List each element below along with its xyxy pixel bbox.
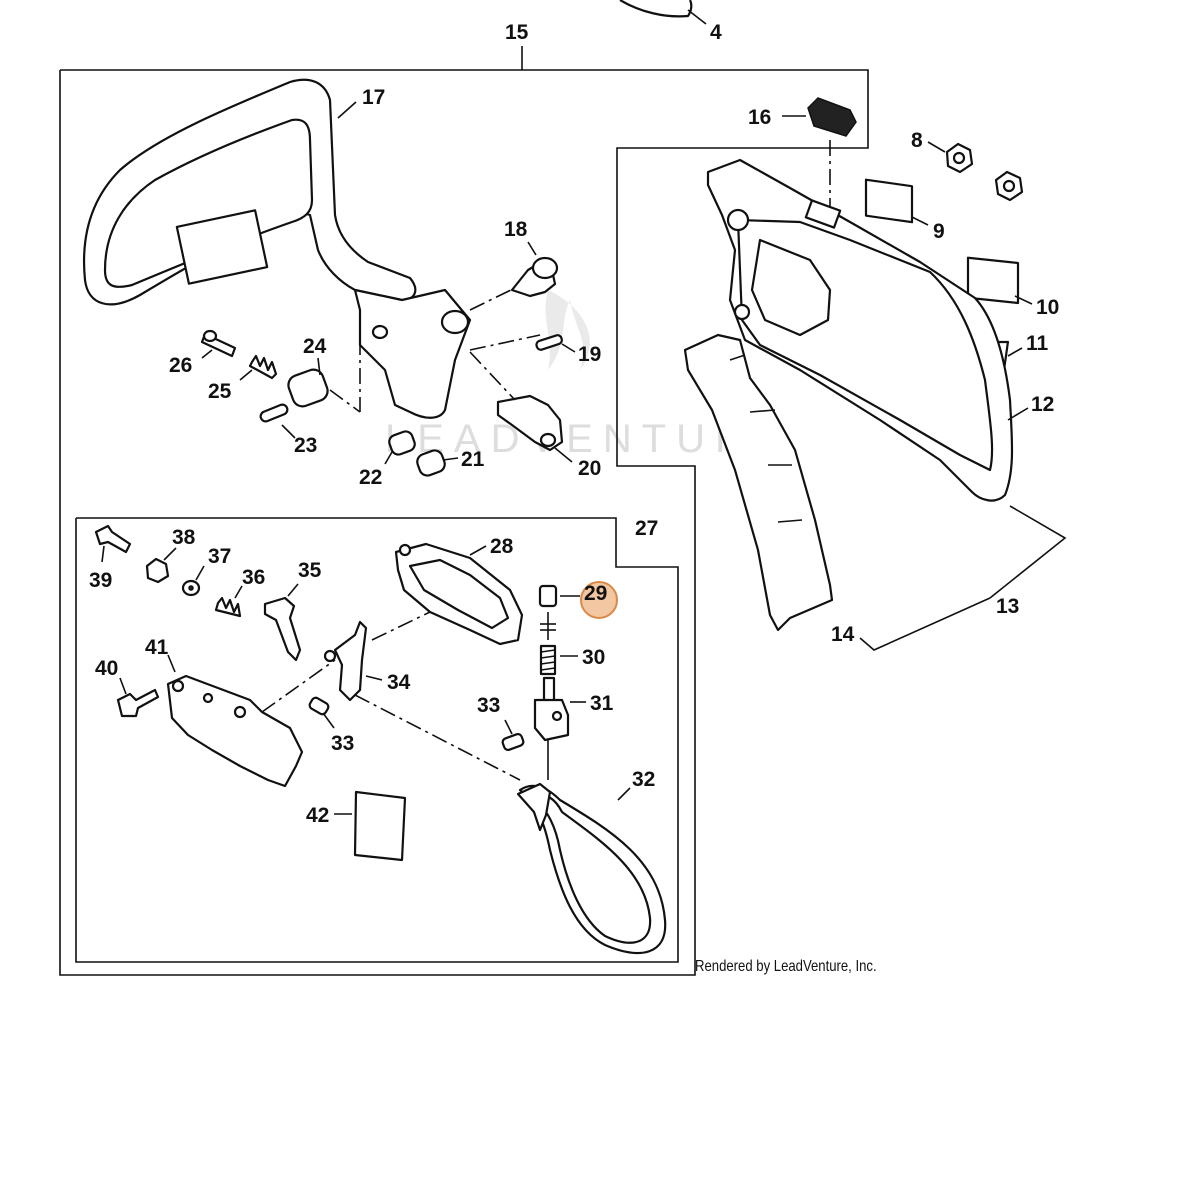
callout-10[interactable]: 10 bbox=[1036, 296, 1059, 319]
callout-28[interactable]: 28 bbox=[490, 535, 514, 558]
part-10-label bbox=[966, 256, 1033, 305]
callout-31[interactable]: 31 bbox=[590, 692, 614, 715]
assembly-frame-27 bbox=[75, 517, 679, 963]
callout-8[interactable]: 8 bbox=[911, 129, 923, 152]
part-34-lever bbox=[323, 620, 383, 702]
part-26-screw bbox=[200, 329, 237, 359]
callout-21[interactable]: 21 bbox=[461, 448, 485, 471]
callout-36[interactable]: 36 bbox=[242, 566, 265, 589]
assembly-line bbox=[261, 659, 336, 713]
part-4 bbox=[619, 0, 707, 25]
part-30-spring bbox=[539, 644, 578, 676]
callout-38[interactable]: 38 bbox=[172, 526, 196, 549]
callout-39[interactable]: 39 bbox=[89, 569, 112, 592]
leader-13 bbox=[989, 505, 1067, 599]
part-22-bushing bbox=[384, 430, 416, 465]
part-23-pin bbox=[259, 403, 296, 439]
part-24-sleeve bbox=[287, 357, 329, 408]
callout-33-right[interactable]: 33 bbox=[477, 694, 500, 717]
callout-19[interactable]: 19 bbox=[578, 343, 601, 366]
callout-42[interactable]: 42 bbox=[306, 804, 329, 827]
callout-33-left[interactable]: 33 bbox=[331, 732, 354, 755]
part-41-cover bbox=[166, 654, 304, 788]
callout-17[interactable]: 17 bbox=[362, 86, 385, 109]
callout-27[interactable]: 27 bbox=[635, 517, 658, 540]
callout-25[interactable]: 25 bbox=[208, 380, 232, 403]
part-32-brake-band bbox=[516, 740, 667, 955]
assembly-line bbox=[469, 351, 516, 401]
callouts: 4 15 17 16 8 9 18 10 11 24 19 26 25 12 2… bbox=[89, 21, 1059, 827]
part-33-pin-right bbox=[501, 719, 525, 752]
callout-9[interactable]: 9 bbox=[933, 220, 945, 243]
part-9-label bbox=[864, 178, 929, 226]
callout-29[interactable]: 29 bbox=[584, 582, 607, 605]
callout-14[interactable]: 14 bbox=[831, 623, 855, 646]
assembly-line bbox=[371, 611, 431, 641]
part-25-spring bbox=[239, 354, 278, 381]
part-8-nuts bbox=[927, 141, 1024, 202]
part-12-chain-cover bbox=[706, 158, 1029, 502]
part-18-screw bbox=[510, 241, 559, 298]
part-29-nut bbox=[538, 584, 580, 640]
callout-15[interactable]: 15 bbox=[505, 21, 529, 44]
callout-11[interactable]: 11 bbox=[1026, 332, 1049, 355]
callout-18[interactable]: 18 bbox=[504, 218, 528, 241]
callout-37[interactable]: 37 bbox=[208, 545, 231, 568]
callout-34[interactable]: 34 bbox=[387, 671, 411, 694]
assembly-frame-15 bbox=[59, 69, 869, 976]
callout-41[interactable]: 41 bbox=[145, 636, 169, 659]
assembly-line bbox=[329, 389, 361, 413]
callout-29-highlight[interactable] bbox=[580, 581, 618, 619]
part-14-side-plate bbox=[683, 333, 834, 632]
callout-22[interactable]: 22 bbox=[359, 466, 382, 489]
assembly-line bbox=[469, 334, 541, 351]
part-40-screw bbox=[116, 677, 160, 718]
watermark-text: LEADVENTURE bbox=[385, 417, 791, 461]
credit-text: Rendered by LeadVenture, Inc. bbox=[695, 958, 877, 975]
callout-4[interactable]: 4 bbox=[710, 21, 722, 44]
part-28-brake-housing bbox=[394, 542, 524, 646]
callout-16[interactable]: 16 bbox=[748, 106, 771, 129]
callout-35[interactable]: 35 bbox=[298, 559, 322, 582]
callout-20[interactable]: 20 bbox=[578, 457, 601, 480]
leader-13-14 bbox=[859, 597, 991, 651]
part-38-nut bbox=[145, 547, 177, 584]
part-16-cap bbox=[782, 97, 857, 137]
callout-23[interactable]: 23 bbox=[294, 434, 317, 457]
part-37-washer bbox=[181, 565, 205, 597]
part-19-pin bbox=[535, 334, 576, 353]
part-36-spring bbox=[214, 585, 243, 618]
part-31-adjuster bbox=[533, 676, 586, 742]
watermark-logo-icon bbox=[545, 290, 590, 370]
callout-12[interactable]: 12 bbox=[1031, 393, 1054, 416]
part-33-pin-left bbox=[308, 696, 335, 729]
part-21-bushing bbox=[416, 449, 459, 477]
assembly-line bbox=[469, 287, 516, 311]
callout-26[interactable]: 26 bbox=[169, 354, 192, 377]
part-42-label bbox=[334, 790, 407, 862]
callout-24[interactable]: 24 bbox=[303, 335, 327, 358]
callout-32[interactable]: 32 bbox=[632, 768, 655, 791]
part-20-lever bbox=[496, 394, 573, 463]
part-39-screw bbox=[94, 524, 132, 563]
callout-40[interactable]: 40 bbox=[95, 657, 118, 680]
callout-13[interactable]: 13 bbox=[996, 595, 1019, 618]
part-35-lever bbox=[263, 583, 302, 662]
assembly-line bbox=[354, 694, 521, 781]
part-17-handguard bbox=[83, 78, 472, 419]
callout-30[interactable]: 30 bbox=[582, 646, 605, 669]
